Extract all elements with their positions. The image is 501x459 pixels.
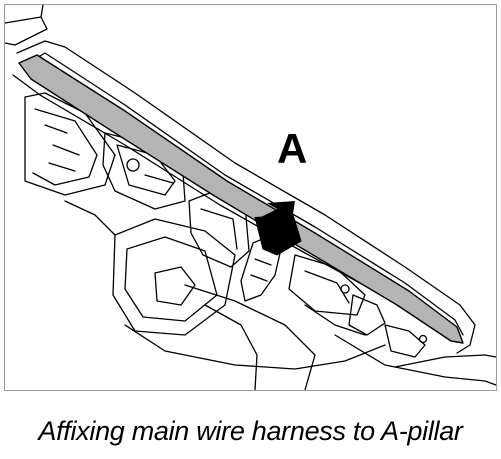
callout-label-a: A (277, 125, 307, 172)
arrow-icon (254, 201, 302, 256)
a-pillar-trim (16, 40, 476, 354)
lower-dash (112, 218, 236, 336)
figure-caption: Affixing main wire harness to A-pillar (38, 416, 463, 446)
wire-harness-illustration: A (5, 5, 496, 390)
corner-bracket (5, 5, 48, 46)
main-wire-harness (18, 54, 464, 344)
dash-panel (24, 92, 116, 196)
diagram-frame: A (4, 4, 497, 391)
